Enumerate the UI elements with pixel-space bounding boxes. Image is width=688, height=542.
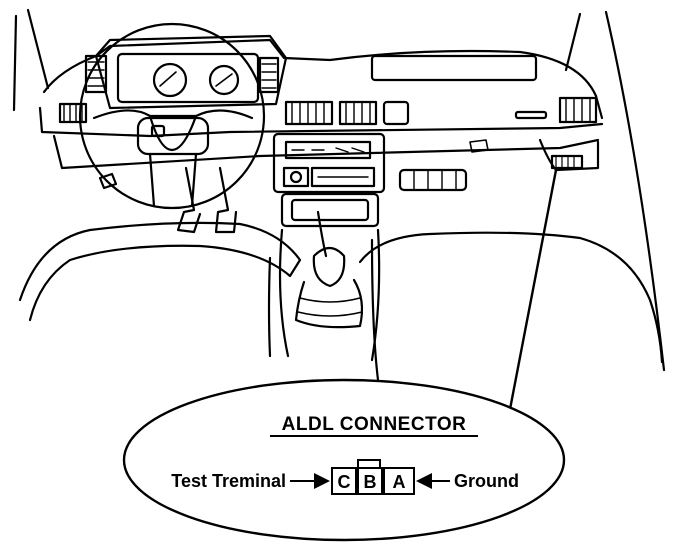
left-vent: [58, 102, 88, 124]
steering-hub: [136, 116, 210, 156]
shift-lever: [316, 210, 328, 258]
switch-bank: [398, 168, 468, 192]
center-vent-left: [284, 100, 334, 126]
passenger-seat: [358, 231, 664, 364]
glovebox-latch: [514, 110, 548, 120]
ground-label: Ground: [454, 471, 519, 491]
cluster-left-switches: [84, 54, 108, 94]
left-door-line: [12, 14, 18, 112]
callout-ellipse: [122, 378, 566, 542]
speedometer-gauge: [152, 62, 188, 98]
pin-a-label: A: [393, 472, 406, 492]
tachometer-gauge: [208, 64, 240, 96]
hazard-switch: [382, 100, 410, 126]
radio-panel: [272, 132, 386, 194]
shift-boot: [294, 278, 364, 329]
instrument-cluster: [116, 52, 260, 104]
pin-b-box: [357, 467, 383, 495]
shift-knob: [312, 246, 346, 288]
center-vent-right: [338, 100, 378, 126]
dashboard-lower-edge: [38, 106, 604, 138]
right-vent: [558, 96, 598, 124]
pin-c-label: C: [338, 472, 351, 492]
console-tunnel: [278, 228, 381, 362]
dashboard-top: [42, 38, 604, 120]
cassette-slot: [310, 166, 376, 188]
cluster-hood: [94, 34, 288, 110]
test-terminal-label: Test Treminal: [171, 471, 286, 491]
radio-display: [284, 140, 372, 160]
pin-b-label: B: [364, 472, 377, 492]
right-a-pillar: [564, 12, 582, 72]
dash-badge: [469, 139, 489, 153]
left-a-pillar: [26, 8, 50, 90]
clutch-pedal: [176, 166, 202, 234]
aldl-connector-heading: ALDL CONNECTOR: [282, 414, 467, 435]
steering-wheel-rim: [78, 22, 266, 210]
aldl-connector: C B A: [331, 459, 415, 495]
glovebox-handle: [370, 54, 538, 82]
aldl-connector-location: [550, 154, 584, 170]
dashboard-face: [52, 134, 600, 170]
driver-seat: [18, 221, 302, 322]
hood-release: [98, 172, 118, 190]
pin-c-box: [331, 467, 357, 495]
steering-wheel-spokes: [92, 109, 254, 152]
cluster-right-switches: [258, 56, 280, 94]
pin-a-box: [383, 467, 415, 495]
right-door-line: [604, 10, 666, 372]
lower-console-tray: [280, 192, 380, 228]
